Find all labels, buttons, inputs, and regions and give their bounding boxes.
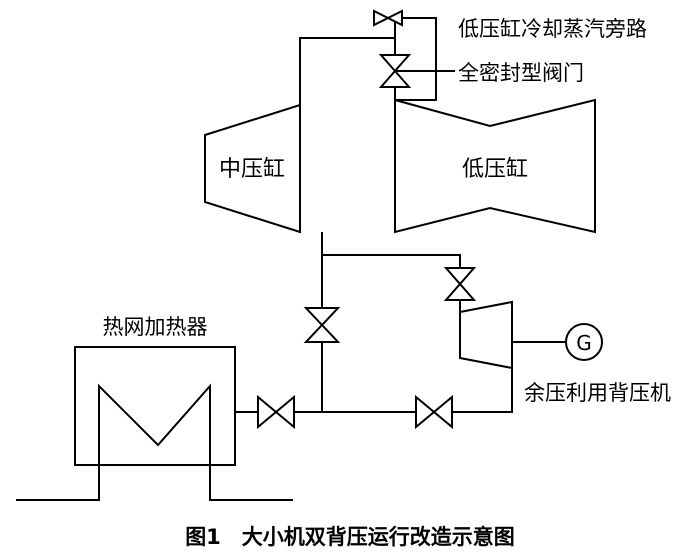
heater: [74, 346, 236, 466]
heater-tube: [16, 383, 293, 501]
header-valve-icon: [415, 394, 453, 430]
generator-label: G: [576, 331, 592, 355]
backpressure-inlet-valve-icon: [443, 267, 477, 301]
heater-label: 热网加热器: [103, 315, 208, 339]
branch-to-backpressure: [322, 254, 461, 312]
heater-valve-icon: [257, 394, 295, 430]
lp-cylinder-label: 低压缸: [462, 157, 528, 182]
extraction-valve-icon: [303, 307, 341, 343]
header-pipe: [236, 358, 513, 413]
figure-caption: 图1 大小机双背压运行改造示意图: [185, 525, 515, 549]
lp-cylinder: [394, 98, 596, 234]
generator-icon: [565, 323, 603, 361]
bypass-pipe: [394, 17, 437, 101]
sealed-valve-label: 全密封型阀门: [458, 61, 584, 85]
ip-cylinder: [204, 103, 301, 234]
crossover-pipe: [299, 37, 396, 115]
sealed-valve-icon: [378, 54, 412, 88]
backpressure-turbine: [459, 300, 513, 370]
bypass-valve-icon: [373, 9, 403, 27]
backpressure-turbine-label: 余压利用背压机: [524, 381, 671, 405]
lp-bypass-label: 低压缸冷却蒸汽旁路: [458, 17, 647, 41]
ip-cylinder-label: 中压缸: [219, 157, 285, 182]
